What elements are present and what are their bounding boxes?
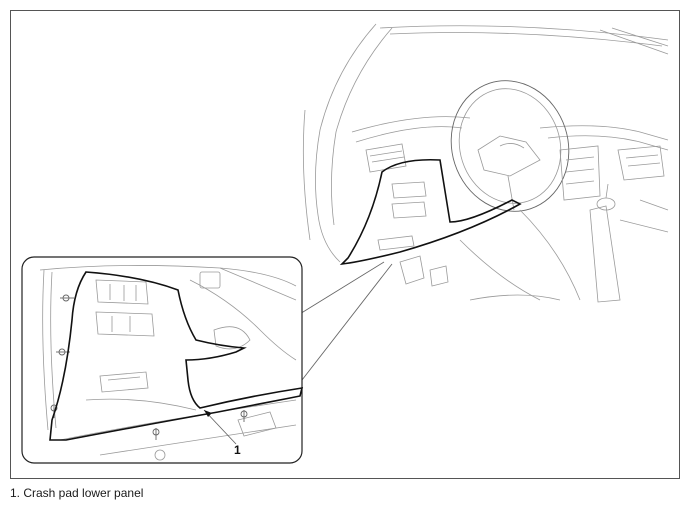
leader-lines xyxy=(289,261,393,381)
figure-frame xyxy=(10,10,680,479)
vehicle-overview xyxy=(302,23,669,303)
detail-inset: 1 xyxy=(21,256,304,464)
figure-caption: 1. Crash pad lower panel xyxy=(10,486,144,500)
callout-label: 1 xyxy=(234,443,241,457)
